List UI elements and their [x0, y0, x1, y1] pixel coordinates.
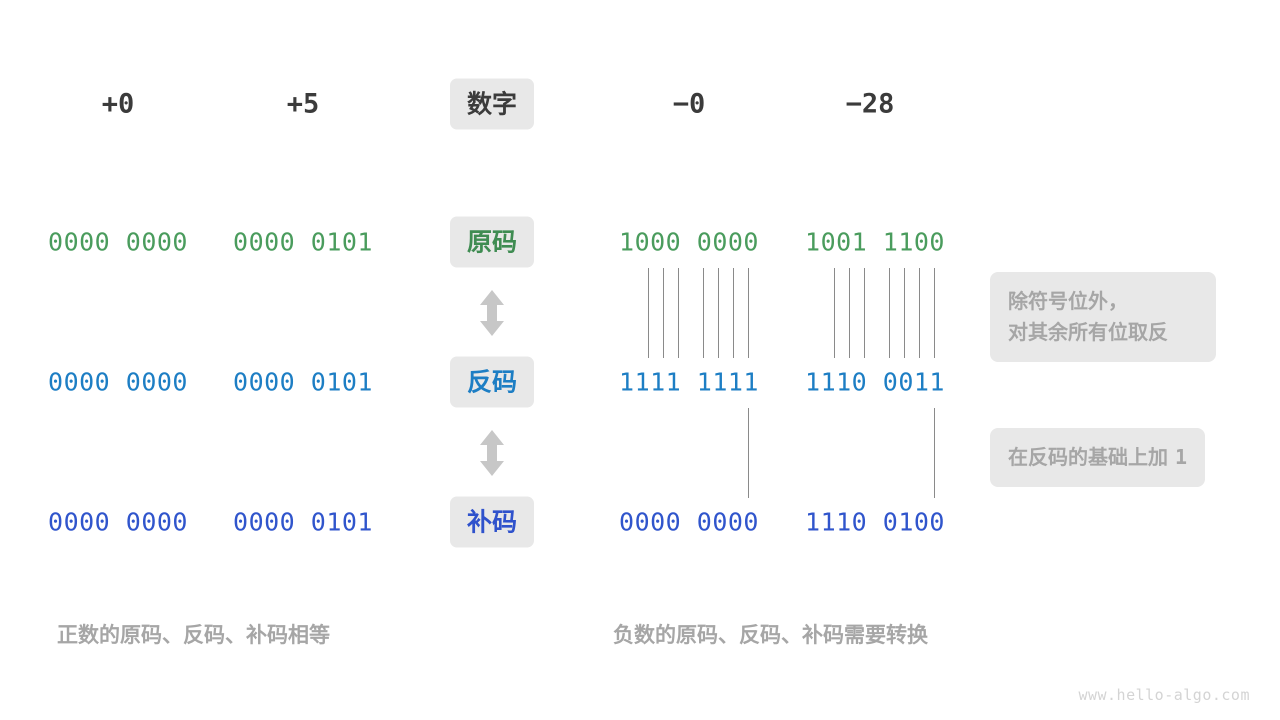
connector-line-neg-zero-bit4 — [678, 268, 679, 358]
ones-complement-neg-zero-bits: 1111 1111 — [619, 367, 759, 397]
row-label-twos-complement-text: 补码 — [449, 496, 535, 548]
twos-complement-pos-five-bits: 0000 0101 — [233, 507, 373, 537]
connector-line-carry-neg-twentyeight — [934, 408, 935, 498]
header-number-neg-twentyeight: −28 — [845, 88, 895, 120]
note-invert-bits: 除符号位外， 对其余所有位取反 — [990, 272, 1216, 362]
twos-complement-pos-zero-bits: 0000 0000 — [48, 507, 188, 537]
twos-complement-neg-twentyeight-bits: 1110 0100 — [805, 507, 945, 537]
connector-line-neg-zero-bit8 — [748, 268, 749, 358]
twos-complement-neg-zero-bits: 0000 0000 — [619, 507, 759, 537]
connector-line-neg-twentyeight-bit8 — [934, 268, 935, 358]
connector-line-neg-zero-bit2 — [648, 268, 649, 358]
connector-line-neg-zero-bit7 — [733, 268, 734, 358]
header-row-label-chip: 数字 — [449, 78, 535, 130]
true-form-pos-zero-bits: 0000 0000 — [48, 227, 188, 257]
connector-line-neg-twentyeight-bit4 — [864, 268, 865, 358]
connector-line-neg-zero-bit3 — [663, 268, 664, 358]
connector-line-neg-zero-bit5 — [703, 268, 704, 358]
true-form-neg-zero-bits: 1000 0000 — [619, 227, 759, 257]
connector-line-neg-twentyeight-bit5 — [889, 268, 890, 358]
connector-line-neg-twentyeight-bit3 — [849, 268, 850, 358]
true-form-neg-twentyeight-bits: 1001 1100 — [805, 227, 945, 257]
row-label-twos-complement-chip: 补码 — [449, 496, 535, 548]
caption-negative-numbers: 负数的原码、反码、补码需要转换 — [613, 623, 928, 647]
connector-line-neg-twentyeight-bit6 — [904, 268, 905, 358]
header-number-neg-zero: −0 — [672, 88, 706, 120]
row-label-true-form-chip: 原码 — [449, 216, 535, 268]
note-add-one-value: 1 — [1174, 445, 1188, 469]
ones-complement-pos-zero-bits: 0000 0000 — [48, 367, 188, 397]
header-row-label-text: 数字 — [449, 78, 535, 130]
double-arrow-vertical-icon-true-to-ones — [477, 289, 507, 337]
true-form-pos-five-bits: 0000 0101 — [233, 227, 373, 257]
row-label-ones-complement-text: 反码 — [449, 356, 535, 408]
note-add-one: 在反码的基础上加 1 — [990, 428, 1206, 487]
connector-line-neg-twentyeight-bit2 — [834, 268, 835, 358]
double-arrow-vertical-icon-ones-to-twos — [477, 429, 507, 477]
caption-positive-numbers: 正数的原码、反码、补码相等 — [57, 623, 330, 647]
header-number-pos-five: +5 — [286, 88, 320, 120]
note-add-one-prefix: 在反码的基础上加 — [1008, 445, 1175, 469]
row-label-ones-complement-chip: 反码 — [449, 356, 535, 408]
connector-line-carry-neg-zero — [748, 408, 749, 498]
ones-complement-neg-twentyeight-bits: 1110 0011 — [805, 367, 945, 397]
connector-line-neg-zero-bit6 — [718, 268, 719, 358]
ones-complement-pos-five-bits: 0000 0101 — [233, 367, 373, 397]
header-number-pos-zero: +0 — [101, 88, 135, 120]
connector-line-neg-twentyeight-bit7 — [919, 268, 920, 358]
watermark-url: www.hello-algo.com — [1078, 686, 1250, 704]
row-label-true-form-text: 原码 — [449, 216, 535, 268]
